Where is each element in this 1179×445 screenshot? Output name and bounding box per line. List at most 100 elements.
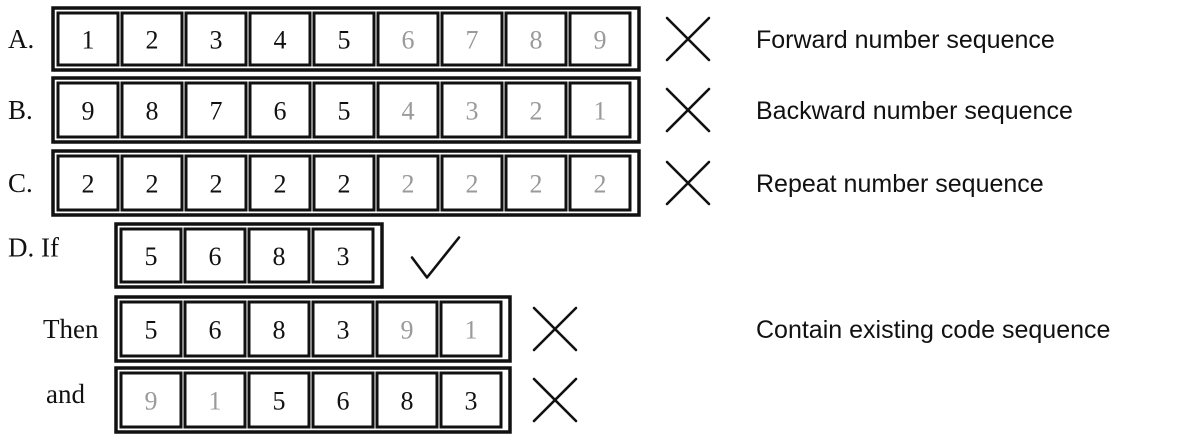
sequence-frame — [114, 222, 384, 289]
check-icon — [410, 236, 461, 279]
digit: 5 — [338, 97, 351, 126]
digit-cell — [375, 300, 439, 358]
digit: 2 — [146, 26, 159, 55]
sequence-description: Backward number sequence — [756, 97, 1073, 125]
digit-cell — [248, 11, 312, 67]
faded-digit: 4 — [402, 97, 415, 126]
digit-cell — [312, 81, 376, 139]
digit: 6 — [274, 97, 287, 126]
digit: 1 — [82, 26, 95, 55]
digit: 3 — [337, 316, 350, 345]
digit: 8 — [401, 387, 414, 416]
digit-cell — [247, 300, 311, 358]
digit: 2 — [146, 170, 159, 199]
digit: 5 — [145, 316, 158, 345]
cross-icon — [665, 160, 711, 206]
sequence-frame — [114, 295, 512, 363]
digit: 6 — [209, 316, 222, 345]
digit-cell — [568, 11, 632, 67]
digit-cell — [119, 300, 183, 358]
faded-digit: 8 — [530, 26, 543, 55]
digit: 9 — [82, 97, 95, 126]
digit-cell — [184, 154, 248, 212]
digit: 6 — [209, 242, 222, 271]
sequence-frame — [114, 366, 512, 434]
faded-digit: 9 — [401, 316, 414, 345]
digit-cell — [56, 154, 120, 212]
faded-digit: 7 — [466, 26, 479, 55]
digit: 3 — [210, 26, 223, 55]
row-label: and — [46, 379, 85, 409]
digit-cell — [375, 371, 439, 429]
sequence-frame — [51, 6, 641, 72]
faded-digit: 2 — [594, 170, 607, 199]
digit-cell — [184, 11, 248, 67]
digit-cell — [247, 227, 311, 284]
sequence-frame — [51, 149, 641, 217]
cross-icon — [665, 16, 711, 62]
faded-digit: 1 — [465, 316, 478, 345]
sequence-frame — [51, 76, 641, 144]
digit-cell — [120, 81, 184, 139]
digit: 5 — [273, 387, 286, 416]
digit-cell — [439, 300, 503, 358]
digit: 4 — [274, 26, 287, 55]
digit: 6 — [337, 387, 350, 416]
row-label: D. If — [8, 233, 59, 263]
faded-digit: 6 — [402, 26, 415, 55]
digit-cell — [440, 154, 504, 212]
digit-cell — [568, 81, 632, 139]
faded-digit: 2 — [530, 97, 543, 126]
sequence-row: and 9 1 5 6 8 3 — [46, 366, 578, 434]
digit: 2 — [210, 170, 223, 199]
digit-cell — [439, 371, 503, 429]
digit-cell — [504, 81, 568, 139]
row-label: A. — [8, 24, 34, 54]
sequence-row: D. If 5 6 8 3 — [8, 222, 461, 289]
digit-cell — [376, 81, 440, 139]
digit-cell — [311, 227, 375, 284]
digit-cell — [56, 81, 120, 139]
digit: 2 — [274, 170, 287, 199]
digit-cell — [247, 371, 311, 429]
digit: 3 — [337, 242, 350, 271]
digit-cell — [119, 227, 183, 284]
digit-cell — [183, 371, 247, 429]
row-label: Then — [43, 314, 99, 344]
faded-digit: 2 — [466, 170, 479, 199]
digit-cell — [504, 154, 568, 212]
row-label: B. — [8, 95, 33, 125]
sequence-description: Repeat number sequence — [756, 170, 1044, 198]
faded-digit: 2 — [530, 170, 543, 199]
faded-digit: 1 — [209, 387, 222, 416]
digit-cell — [311, 371, 375, 429]
digit-cell — [183, 300, 247, 358]
digit-cell — [119, 371, 183, 429]
digit-cell — [248, 81, 312, 139]
faded-digit: 1 — [594, 97, 607, 126]
digit: 5 — [338, 26, 351, 55]
digit: 8 — [146, 97, 159, 126]
digit-cell — [440, 11, 504, 67]
sequence-description: Contain existing code sequence — [756, 316, 1110, 344]
digit-cell — [311, 300, 375, 358]
digit-cell — [120, 154, 184, 212]
digit-cell — [56, 11, 120, 67]
digit: 8 — [273, 242, 286, 271]
digit: 3 — [465, 387, 478, 416]
digit: 5 — [145, 242, 158, 271]
sequence-description: Forward number sequence — [756, 26, 1055, 54]
faded-digit: 9 — [145, 387, 158, 416]
digit-cell — [376, 11, 440, 67]
digit: 2 — [82, 170, 95, 199]
digit-cell — [184, 81, 248, 139]
digit-cell — [568, 154, 632, 212]
cross-icon — [532, 377, 578, 423]
digit-cell — [440, 81, 504, 139]
digit-cell — [248, 154, 312, 212]
